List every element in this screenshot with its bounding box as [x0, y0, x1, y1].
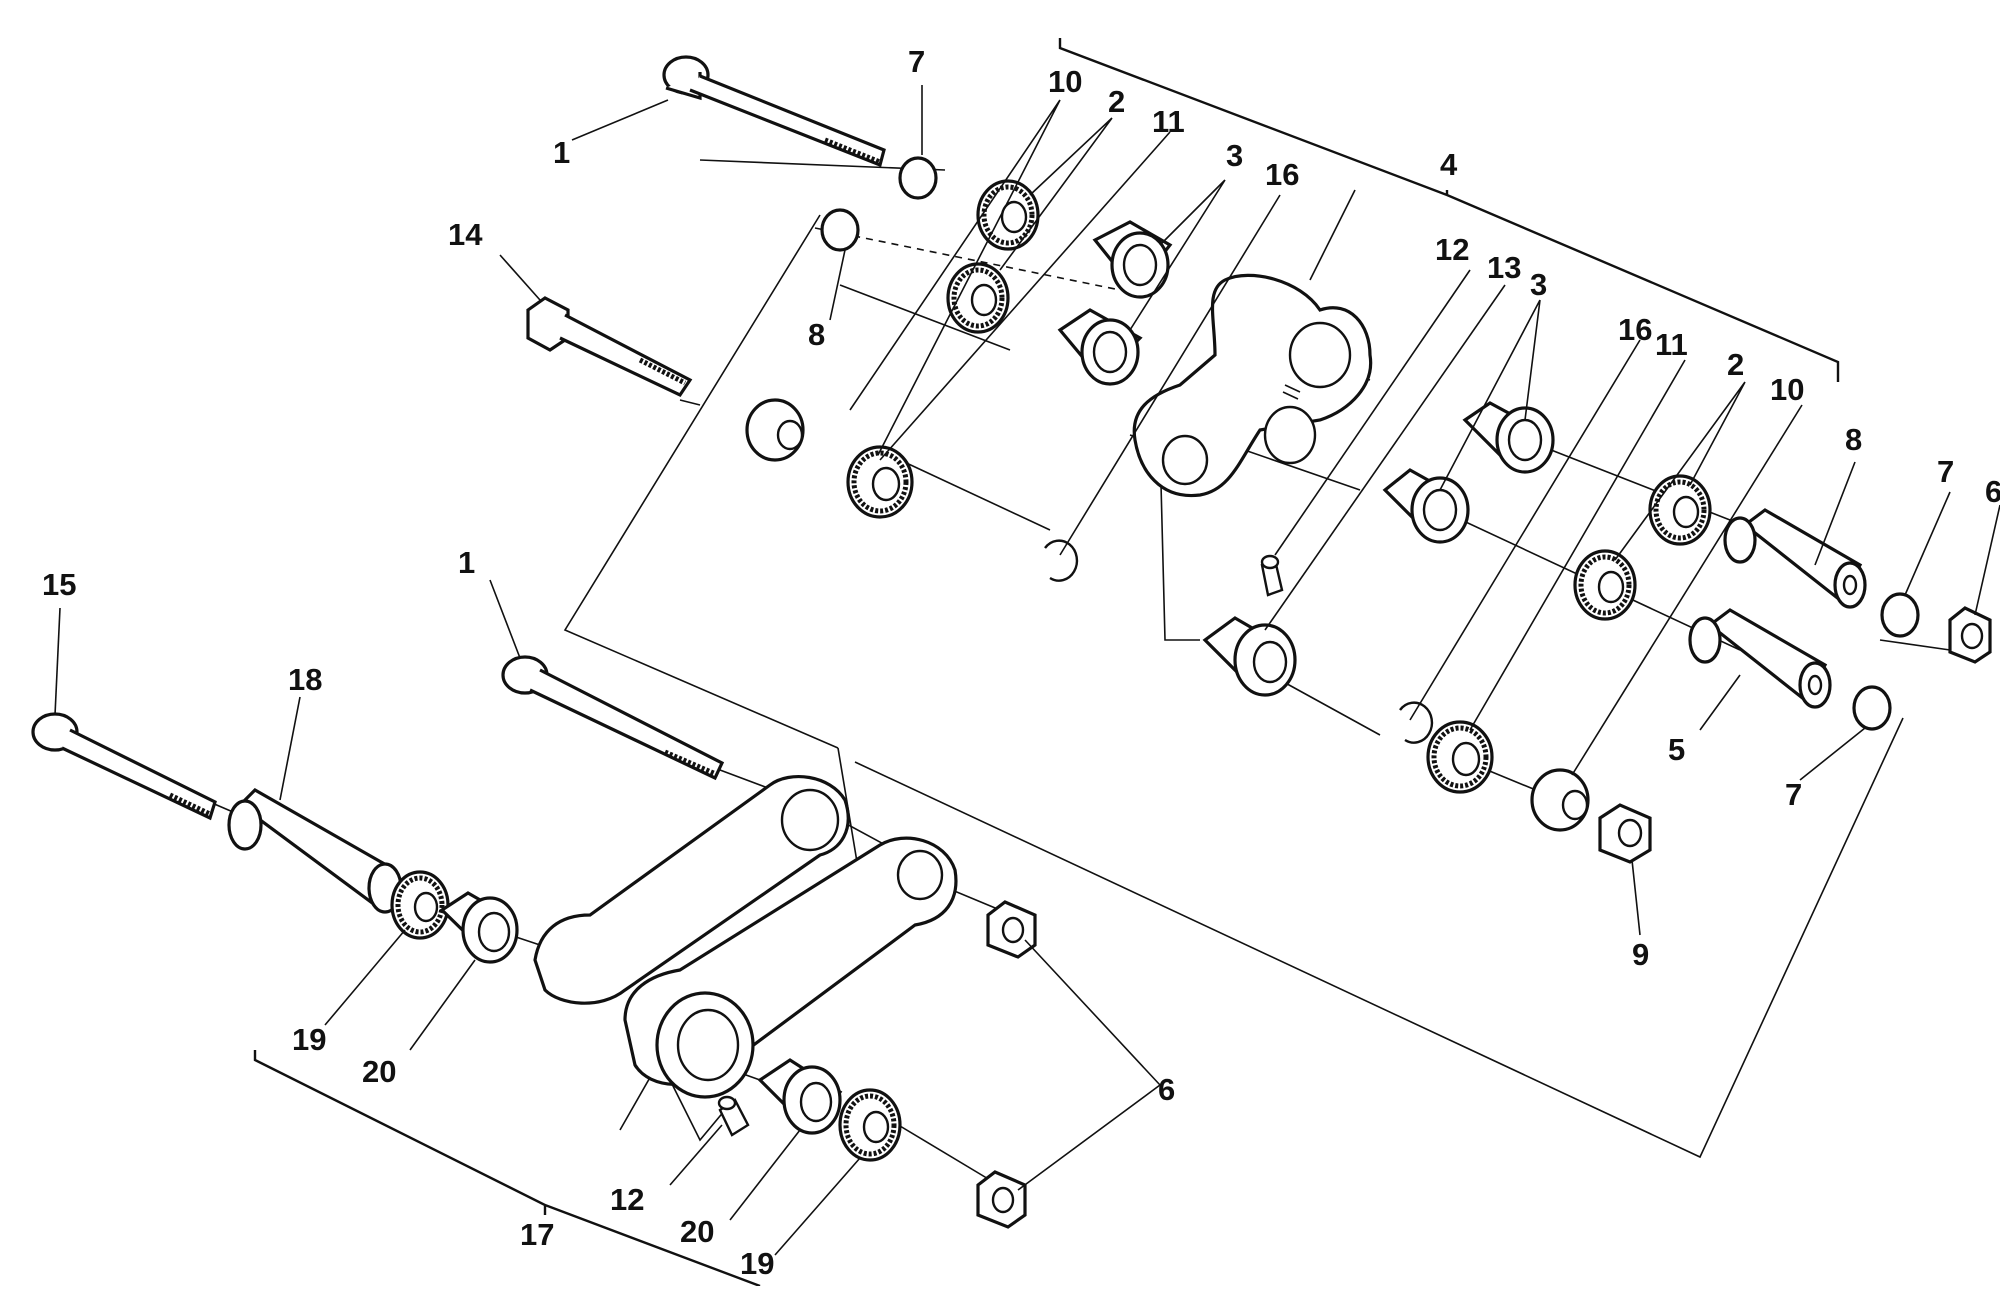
nut-9	[1598, 803, 1652, 864]
spacer-7-right-lower	[1852, 685, 1892, 731]
callout-8-right: 8	[1845, 422, 1862, 457]
bushing-20-lower	[757, 1058, 843, 1135]
callout-11-right: 11	[1655, 327, 1688, 362]
callout-10-top: 10	[1048, 64, 1082, 99]
bolt-14	[526, 296, 693, 398]
seal-19-lower	[838, 1088, 902, 1162]
seal-19-upper	[390, 870, 450, 940]
center-axes	[204, 159, 1951, 1181]
spacer-7-top	[898, 156, 938, 200]
nut-6-upper	[986, 900, 1037, 959]
callout-14: 14	[448, 217, 483, 252]
bushing-20-upper	[439, 891, 519, 964]
callout-15: 15	[42, 567, 76, 602]
callout-labels: 1 7 10 2 11 3 16 4 14 8 12 13 3 16 11 2 …	[42, 44, 2000, 1281]
bushing-3-right-upper	[1462, 401, 1555, 474]
grease-nipple-12-top	[1260, 554, 1284, 597]
callout-1-top: 1	[553, 135, 570, 170]
callout-2-right: 2	[1727, 347, 1744, 382]
bushing-3-right-lower	[1382, 468, 1470, 544]
callout-6-right: 6	[1985, 474, 2000, 509]
sleeve-18	[227, 788, 403, 914]
callout-12-top: 12	[1435, 232, 1469, 267]
callout-7-right-upper: 7	[1937, 454, 1954, 489]
circlip-16-top	[1044, 539, 1079, 582]
callout-20-lower: 20	[680, 1214, 714, 1249]
callout-8-top: 8	[808, 317, 825, 352]
seal-11-lower	[1426, 720, 1494, 794]
spacer-7-right-upper	[1880, 592, 1920, 638]
bearing-2-lower	[946, 262, 1010, 334]
callout-17: 17	[520, 1217, 554, 1252]
nut-6-lower	[976, 1170, 1027, 1229]
callout-3-top: 3	[1226, 138, 1243, 173]
callout-5: 5	[1668, 732, 1685, 767]
bushing-3-upper	[1092, 220, 1173, 299]
callout-leaders	[54, 85, 2000, 1256]
callout-16-top: 16	[1265, 157, 1299, 192]
callout-18: 18	[288, 662, 322, 697]
callout-9: 9	[1632, 937, 1649, 972]
callout-12-lower: 12	[610, 1182, 644, 1217]
bolt-1-lower	[501, 655, 725, 781]
callout-6-lower: 6	[1158, 1072, 1175, 1107]
rocker-arm-4	[1132, 273, 1373, 498]
callout-13: 13	[1487, 250, 1521, 285]
callout-3-right: 3	[1530, 267, 1547, 302]
spacer-8-top	[820, 208, 860, 252]
sleeve-8-right	[1723, 508, 1867, 609]
callout-16-right: 16	[1618, 312, 1652, 347]
sleeve-5	[1688, 608, 1832, 709]
grease-nipple-12-lower	[717, 1095, 750, 1137]
callout-19-lower: 19	[740, 1246, 774, 1281]
callout-2-top: 2	[1108, 84, 1125, 119]
bearing-2-upper	[976, 179, 1040, 251]
callout-20-upper: 20	[362, 1054, 396, 1089]
bushing-3-lower	[1057, 308, 1143, 386]
callout-10-right: 10	[1770, 372, 1804, 407]
assembly-lines	[253, 38, 1904, 1288]
seal-11-top	[846, 445, 914, 519]
bolt-15	[31, 712, 217, 821]
bushing-13	[1202, 616, 1297, 697]
link-arm-17	[533, 775, 958, 1099]
bolt-1-top	[662, 55, 886, 168]
circlip-16-lower	[1399, 701, 1434, 744]
callout-7-right-lower: 7	[1785, 777, 1802, 812]
bearing-2-right-upper	[1648, 474, 1712, 546]
callout-7-top: 7	[908, 44, 925, 79]
callout-19-upper: 19	[292, 1022, 326, 1057]
callout-11-top: 11	[1152, 104, 1185, 139]
callout-1-lower: 1	[458, 545, 475, 580]
nut-6-right	[1948, 606, 1992, 664]
washer-10-lower	[1530, 768, 1590, 832]
callout-4: 4	[1440, 147, 1458, 182]
bearing-2-right-lower	[1573, 549, 1637, 621]
washer-10-top	[745, 398, 805, 462]
